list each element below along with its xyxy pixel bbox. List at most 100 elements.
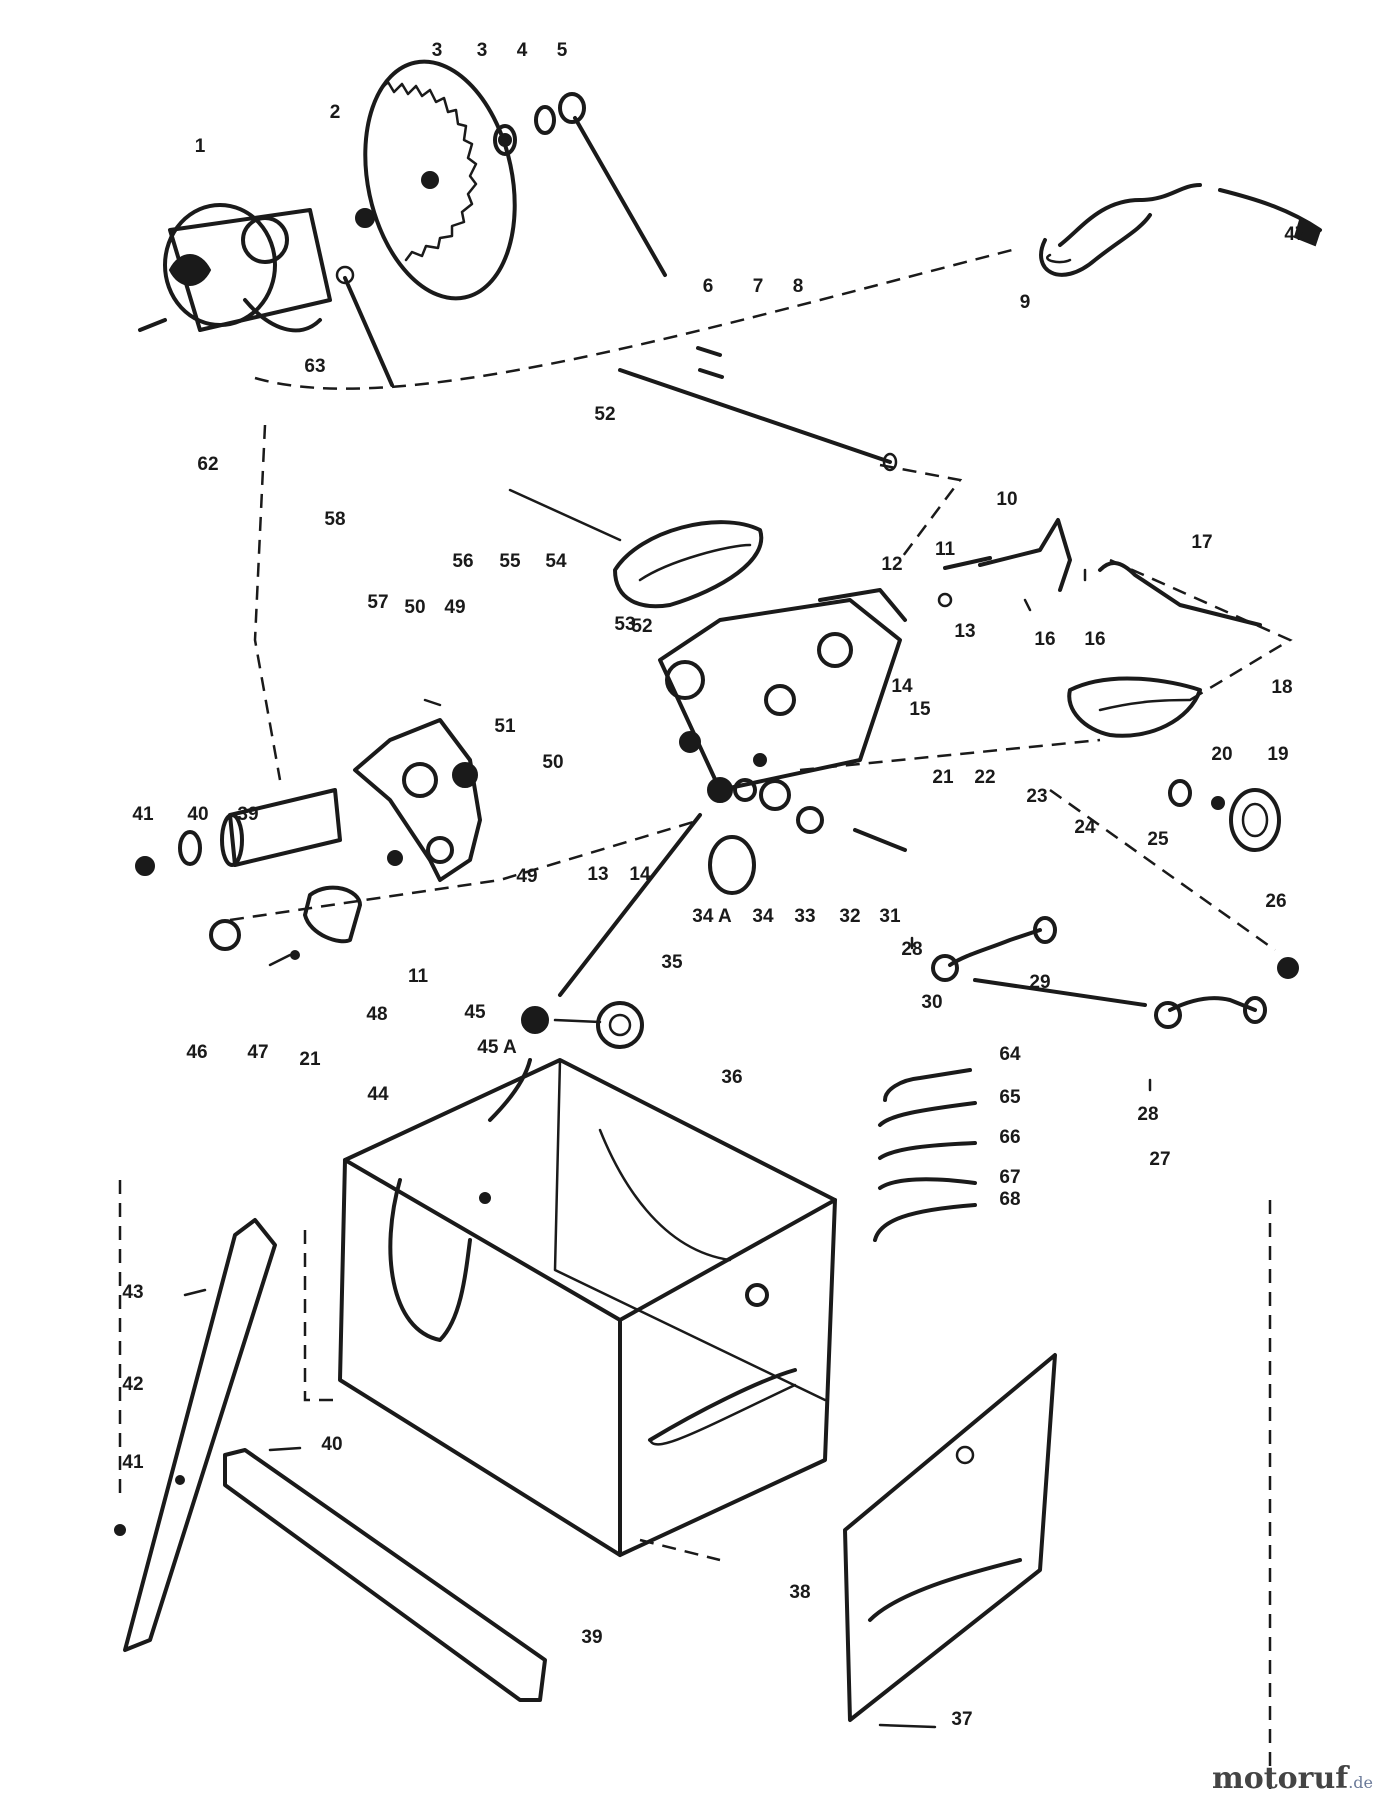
elevation-knob xyxy=(1168,779,1281,852)
part-label-57: 57 xyxy=(367,592,388,613)
part-label-68: 68 xyxy=(999,1189,1020,1210)
part-label-54: 54 xyxy=(545,551,567,572)
side-guard xyxy=(1067,676,1202,738)
part-label-22: 22 xyxy=(974,767,995,788)
part-label-30: 30 xyxy=(921,992,942,1013)
part-label-47top: 47 xyxy=(1284,224,1305,245)
part-label-11: 11 xyxy=(935,539,956,560)
saw-blade xyxy=(363,59,517,301)
part-label-24: 24 xyxy=(1074,817,1096,838)
part-label-35: 35 xyxy=(661,952,683,973)
part-label-66: 66 xyxy=(999,1127,1020,1148)
part-label-3b: 3 xyxy=(477,40,488,61)
part-label-34: 34 xyxy=(752,906,774,927)
part-label-65: 65 xyxy=(999,1087,1021,1108)
part-label-19: 19 xyxy=(1267,744,1288,765)
part-label-45: 45 xyxy=(464,1002,486,1023)
part-label-15: 15 xyxy=(909,699,931,720)
spring-clips xyxy=(873,1068,977,1242)
part-label-62: 62 xyxy=(197,454,218,475)
power-cord xyxy=(1039,183,1322,277)
part-label-40b: 40 xyxy=(321,1434,342,1455)
part-label-40: 40 xyxy=(187,804,208,825)
part-label-58: 58 xyxy=(324,509,345,530)
part-label-46: 46 xyxy=(186,1042,207,1063)
part-label-4: 4 xyxy=(517,40,528,61)
part-label-7: 7 xyxy=(753,276,764,297)
assembly-guide-lines xyxy=(118,246,1293,1790)
part-label-17: 17 xyxy=(1191,532,1212,553)
part-label-45a: 45 A xyxy=(477,1037,517,1058)
part-label-13: 13 xyxy=(954,621,975,642)
part-label-8: 8 xyxy=(793,276,804,297)
part-label-31: 31 xyxy=(879,906,901,927)
part-label-50b: 50 xyxy=(542,752,563,773)
elevation-crank xyxy=(1148,996,1267,1092)
part-label-52: 52 xyxy=(594,404,615,425)
part-label-39: 39 xyxy=(237,804,258,825)
part-label-42: 42 xyxy=(122,1374,143,1395)
part-label-44: 44 xyxy=(367,1084,389,1105)
leg-brace xyxy=(223,1446,547,1702)
watermark-tld: .de xyxy=(1348,1773,1373,1792)
part-label-36: 36 xyxy=(721,1067,742,1088)
part-label-20: 20 xyxy=(1211,744,1232,765)
part-label-14b: 14 xyxy=(629,864,651,885)
side-panel xyxy=(843,1353,1057,1729)
part-label-25: 25 xyxy=(1147,829,1169,850)
part-label-52b: 52 xyxy=(631,616,652,637)
part-label-38: 38 xyxy=(789,1582,810,1603)
motor-assembly xyxy=(138,203,332,333)
part-label-28: 28 xyxy=(901,939,922,960)
part-label-2: 2 xyxy=(330,102,341,123)
part-label-21b: 21 xyxy=(299,1049,321,1070)
blade-guard xyxy=(508,488,764,609)
part-label-14: 14 xyxy=(891,676,913,697)
part-label-63: 63 xyxy=(304,356,325,377)
watermark-logo: motoruf.de xyxy=(1212,1761,1373,1796)
part-label-41b: 41 xyxy=(122,1452,144,1473)
leg xyxy=(114,1218,277,1652)
watermark-main: motoruf xyxy=(1212,1761,1349,1796)
part-label-18: 18 xyxy=(1271,677,1292,698)
part-label-5: 5 xyxy=(557,40,568,61)
part-label-51: 51 xyxy=(494,716,516,737)
part-label-27: 27 xyxy=(1149,1149,1170,1170)
part-label-13b: 13 xyxy=(587,864,608,885)
part-label-67: 67 xyxy=(999,1167,1020,1188)
bevel-handle xyxy=(937,518,1262,627)
part-label-3: 3 xyxy=(432,40,443,61)
part-label-29: 29 xyxy=(1029,972,1050,993)
part-label-48: 48 xyxy=(366,1004,387,1025)
part-label-47: 47 xyxy=(247,1042,268,1063)
rod-and-pins xyxy=(618,346,898,472)
part-label-16a: 16 xyxy=(1034,629,1055,650)
part-label-64: 64 xyxy=(999,1044,1021,1065)
part-label-50: 50 xyxy=(404,597,425,618)
part-label-43: 43 xyxy=(122,1282,143,1303)
part-label-28b: 28 xyxy=(1137,1104,1158,1125)
part-label-39b: 39 xyxy=(581,1627,602,1648)
tilt-rod xyxy=(973,957,1299,1007)
arbor-wrench xyxy=(558,92,667,277)
part-label-33: 33 xyxy=(794,906,815,927)
part-label-16b: 16 xyxy=(1084,629,1105,650)
part-label-23: 23 xyxy=(1026,786,1047,807)
part-label-11b: 11 xyxy=(408,966,429,987)
wrench xyxy=(335,265,394,387)
tilt-lever xyxy=(853,828,1057,982)
part-label-37: 37 xyxy=(951,1709,972,1730)
part-label-1: 1 xyxy=(195,136,206,157)
part-label-10: 10 xyxy=(996,489,1017,510)
pivot-shaft xyxy=(135,788,342,876)
arbor-housing xyxy=(658,588,907,834)
trunnion-bracket xyxy=(353,698,482,882)
part-label-34a: 34 A xyxy=(692,906,732,927)
part-label-6: 6 xyxy=(703,276,714,297)
part-label-9: 9 xyxy=(1020,292,1031,313)
part-label-53: 53 xyxy=(614,614,635,635)
lock-plate xyxy=(209,850,403,967)
part-label-12: 12 xyxy=(881,554,902,575)
